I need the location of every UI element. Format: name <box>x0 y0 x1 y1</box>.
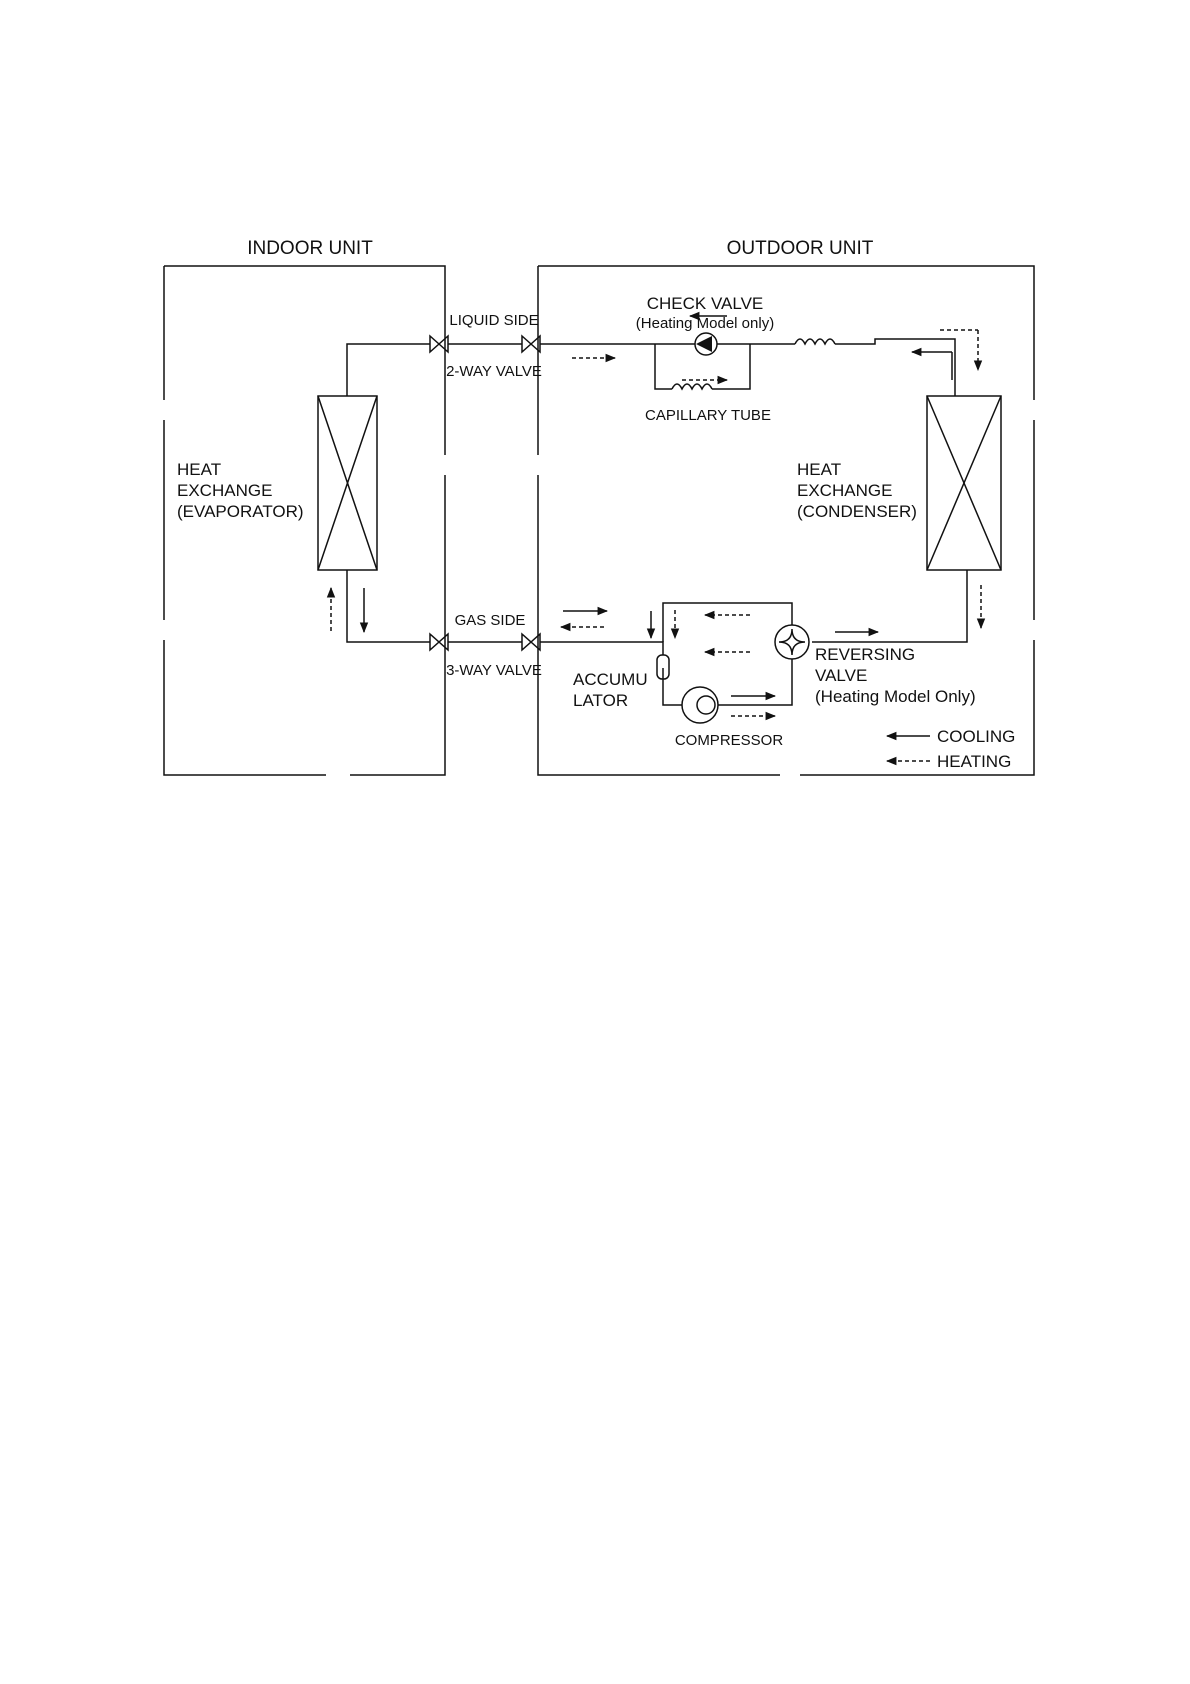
svg-text:ACCUMU: ACCUMU <box>573 670 648 689</box>
evaporator-heat-exchanger <box>318 396 377 570</box>
legend: COOLING HEATING <box>887 727 1015 771</box>
condenser-heat-exchanger <box>927 396 1001 570</box>
svg-text:(EVAPORATOR): (EVAPORATOR) <box>177 502 304 521</box>
reversing-valve-label: REVERSING VALVE (Heating Model Only) <box>815 645 976 706</box>
evaporator-label: HEAT EXCHANGE (EVAPORATOR) <box>177 460 304 521</box>
svg-text:COOLING: COOLING <box>937 727 1015 746</box>
compressor-label: COMPRESSOR <box>675 732 784 749</box>
capillary-tube-icon <box>672 384 712 389</box>
svg-text:EXCHANGE: EXCHANGE <box>177 481 272 500</box>
svg-text:HEAT: HEAT <box>177 460 221 479</box>
svg-text:REVERSING: REVERSING <box>815 645 915 664</box>
svg-text:HEATING: HEATING <box>937 752 1011 771</box>
svg-text:HEAT: HEAT <box>797 460 841 479</box>
legend-cooling: COOLING <box>887 727 1015 746</box>
compressor-icon <box>682 687 718 723</box>
svg-text:VALVE: VALVE <box>815 666 867 685</box>
indoor-gas-pipe <box>347 570 430 642</box>
svg-text:EXCHANGE: EXCHANGE <box>797 481 892 500</box>
check-valve-label: CHECK VALVE <box>647 294 764 313</box>
three-way-valve-label: 3-WAY VALVE <box>446 662 542 679</box>
check-valve-note: (Heating Model only) <box>636 315 774 332</box>
legend-heating: HEATING <box>887 752 1011 771</box>
indoor-unit-title: INDOOR UNIT <box>247 238 373 259</box>
two-way-valve-label: 2-WAY VALVE <box>446 363 542 380</box>
check-valve-icon <box>695 333 717 355</box>
svg-text:(Heating Model Only): (Heating Model Only) <box>815 687 976 706</box>
outdoor-unit-title: OUTDOOR UNIT <box>727 238 874 259</box>
capillary-tube-label: CAPILLARY TUBE <box>645 407 771 424</box>
liquid-side-label: LIQUID SIDE <box>449 312 538 329</box>
reversing-valve-icon <box>775 625 809 659</box>
svg-text:(CONDENSER): (CONDENSER) <box>797 502 917 521</box>
condenser-label: HEAT EXCHANGE (CONDENSER) <box>797 460 917 521</box>
capillary-coil-icon <box>795 339 835 344</box>
accumulator-label: ACCUMU LATOR <box>573 670 648 710</box>
gas-side-label: GAS SIDE <box>455 612 526 629</box>
svg-text:LATOR: LATOR <box>573 691 628 710</box>
indoor-liquid-pipe <box>347 344 430 396</box>
